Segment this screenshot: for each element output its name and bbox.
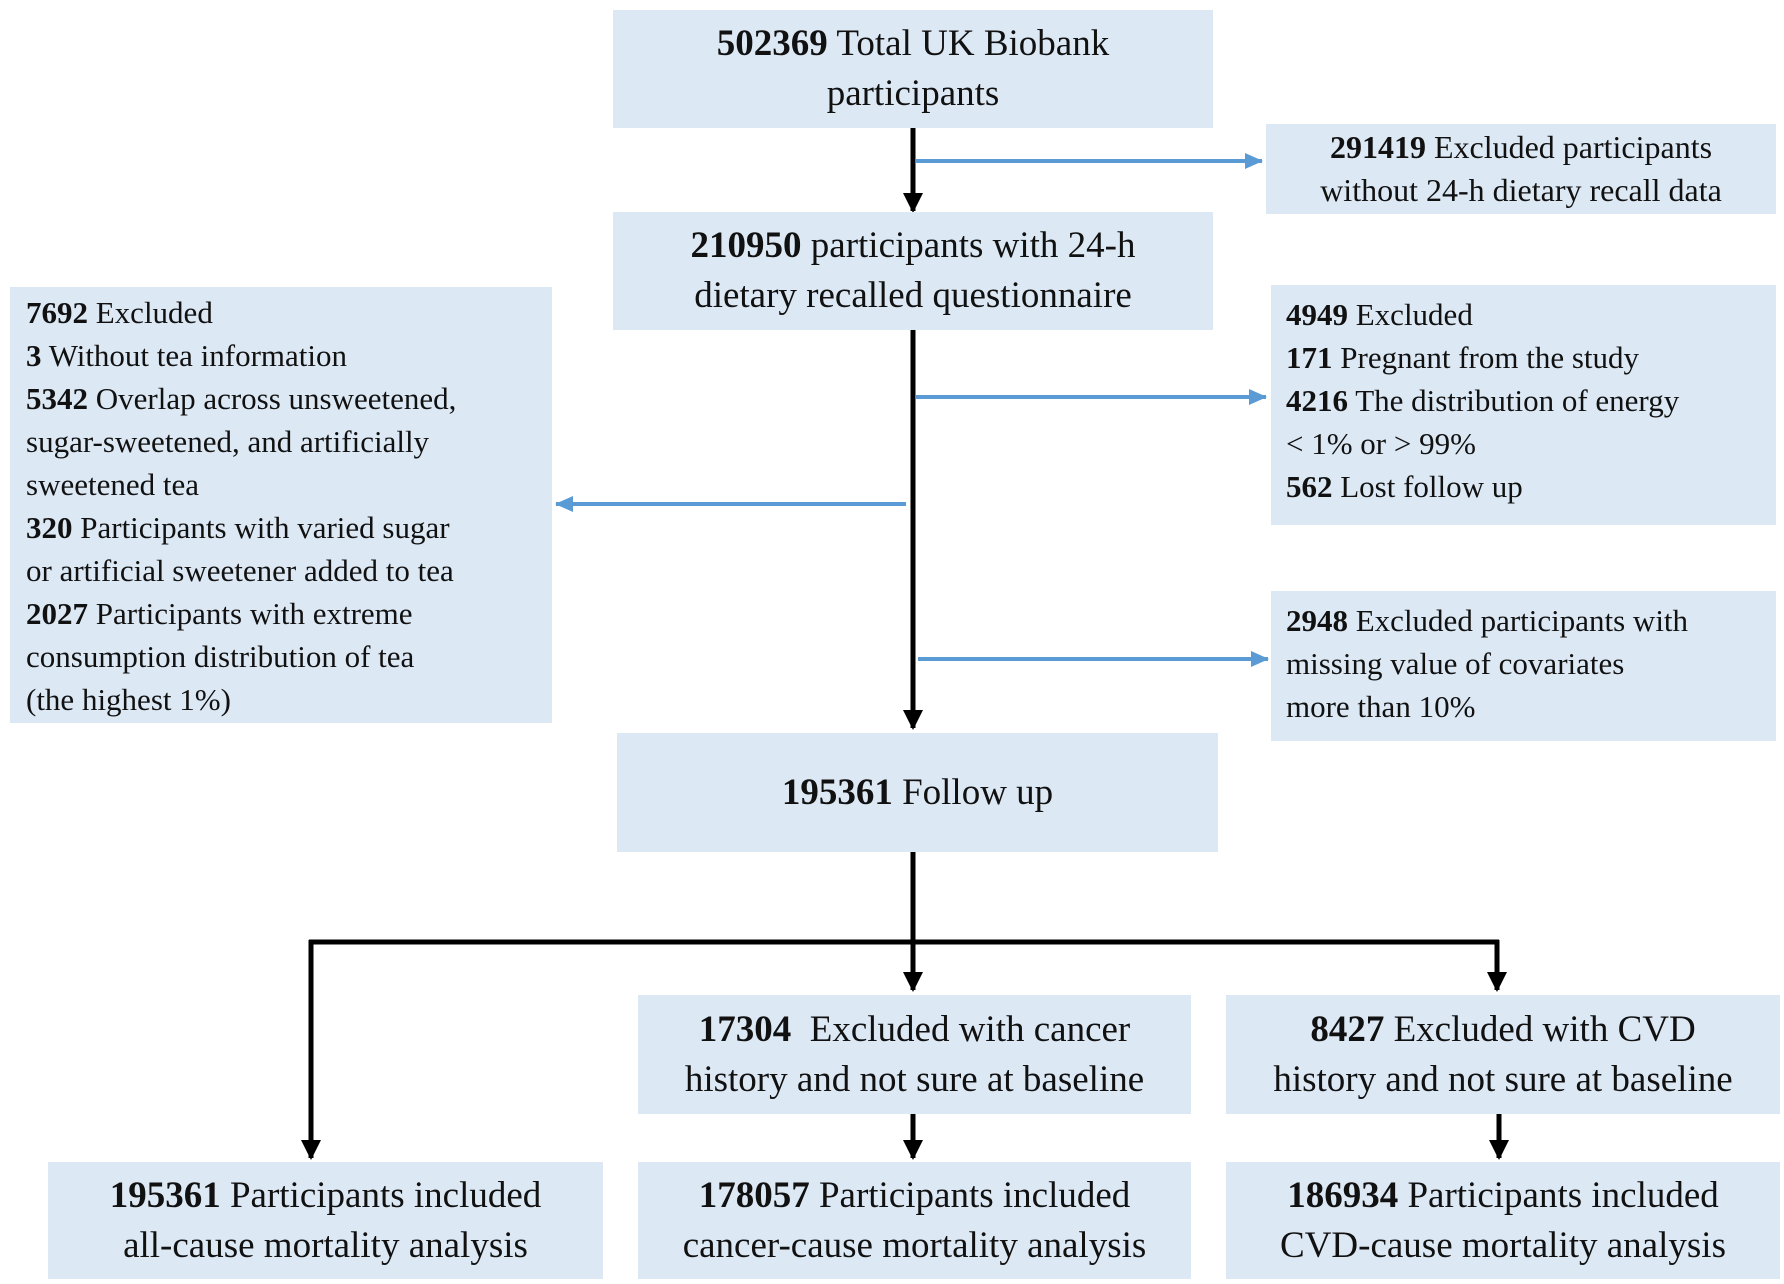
excl-energy-text-4: Lost follow up [1332, 469, 1523, 504]
incl-cancer-line2: cancer-cause mortality analysis [682, 1224, 1147, 1266]
excl-tea-text-5: Participants with varied sugar [72, 510, 450, 545]
excl-tea-text-4: sweetened tea [26, 467, 199, 502]
excl-tea-num-0: 7692 [26, 295, 88, 330]
box-recall-questionnaire: 210950 participants with 24-h dietary re… [613, 212, 1213, 330]
incl-cvd-count: 186934 [1287, 1174, 1399, 1216]
excl-cvd-count: 8427 [1310, 1008, 1385, 1050]
excl-recall-text: Excluded participants [1425, 129, 1713, 165]
incl-all-line2: all-cause mortality analysis [123, 1224, 528, 1266]
excl-energy-num-0: 4949 [1286, 297, 1348, 332]
incl-cancer-count: 178057 [698, 1174, 810, 1216]
recall-text-line2: dietary recalled questionnaire [694, 275, 1132, 316]
excl-tea-text-2: Overlap across unsweetened, [88, 381, 457, 416]
excl-tea-num-1: 3 [26, 338, 42, 373]
excl-tea-num-2: 5342 [26, 381, 88, 416]
box-excluded-energy: 4949 Excluded 171 Pregnant from the stud… [1271, 285, 1776, 525]
box-included-all-cause: 195361 Participants included all-cause m… [48, 1162, 603, 1279]
box-excluded-no-recall: 291419 Excluded participants without 24-… [1266, 124, 1776, 214]
excl-tea-text-7: Participants with extreme [88, 596, 413, 631]
followup-text: Follow up [892, 771, 1054, 813]
box-total-participants: 502369 Total UK Biobank participants [613, 10, 1213, 128]
excl-energy-num-2: 4216 [1286, 383, 1348, 418]
incl-all-text: Participants included [220, 1174, 542, 1216]
incl-cvd-line2: CVD-cause mortality analysis [1280, 1224, 1726, 1266]
box-excluded-cvd: 8427 Excluded with CVD history and not s… [1226, 995, 1780, 1114]
excl-cancer-count: 17304 [698, 1008, 792, 1050]
recall-count: 210950 [690, 225, 802, 266]
excl-energy-num-4: 562 [1286, 469, 1333, 504]
box-excluded-tea: 7692 Excluded 3 Without tea information … [10, 287, 552, 723]
excl-cancer-text: Excluded with cancer [791, 1008, 1131, 1050]
box-excluded-covariates: 2948 Excluded participants with missing … [1271, 591, 1776, 741]
excl-energy-text-2: The distribution of energy [1348, 383, 1680, 418]
incl-all-count: 195361 [109, 1174, 221, 1216]
excl-tea-text-9: (the highest 1%) [26, 682, 231, 717]
total-text: Total UK Biobank [827, 23, 1110, 64]
excl-tea-text-6: or artificial sweetener added to tea [26, 553, 454, 588]
followup-count: 195361 [781, 771, 893, 813]
excl-recall-count: 291419 [1329, 129, 1426, 165]
excl-tea-text-3: sugar-sweetened, and artificially [26, 424, 430, 459]
incl-cancer-text: Participants included [809, 1174, 1131, 1216]
total-count: 502369 [716, 23, 828, 64]
excl-tea-text-0: Excluded [88, 295, 213, 330]
excl-tea-num-7: 2027 [26, 596, 88, 631]
excl-energy-text-1: Pregnant from the study [1332, 340, 1640, 375]
excl-cancer-line2: history and not sure at baseline [684, 1058, 1145, 1100]
excl-tea-text-1: Without tea information [41, 338, 348, 373]
excl-cvd-line2: history and not sure at baseline [1273, 1058, 1733, 1100]
excl-cov-text-2: more than 10% [1286, 689, 1476, 724]
incl-cvd-text: Participants included [1398, 1174, 1719, 1216]
box-follow-up: 195361 Follow up [617, 733, 1218, 852]
excl-recall-line2: without 24-h dietary recall data [1320, 172, 1722, 208]
excl-cov-num-0: 2948 [1286, 603, 1348, 638]
excl-cvd-text: Excluded with CVD [1384, 1008, 1696, 1050]
excl-cov-text-0: Excluded participants with [1348, 603, 1689, 638]
excl-energy-text-0: Excluded [1348, 297, 1473, 332]
box-included-cvd: 186934 Participants included CVD-cause m… [1226, 1162, 1780, 1279]
excl-tea-text-8: consumption distribution of tea [26, 639, 415, 674]
total-text-line2: participants [826, 73, 1000, 114]
excl-tea-num-5: 320 [26, 510, 73, 545]
excl-energy-text-3: < 1% or > 99% [1286, 426, 1476, 461]
excl-cov-text-1: missing value of covariates [1286, 646, 1625, 681]
excl-energy-num-1: 171 [1286, 340, 1333, 375]
box-excluded-cancer: 17304 Excluded with cancer history and n… [638, 995, 1191, 1114]
box-included-cancer: 178057 Participants included cancer-caus… [638, 1162, 1191, 1279]
recall-text: participants with 24-h [801, 225, 1136, 266]
